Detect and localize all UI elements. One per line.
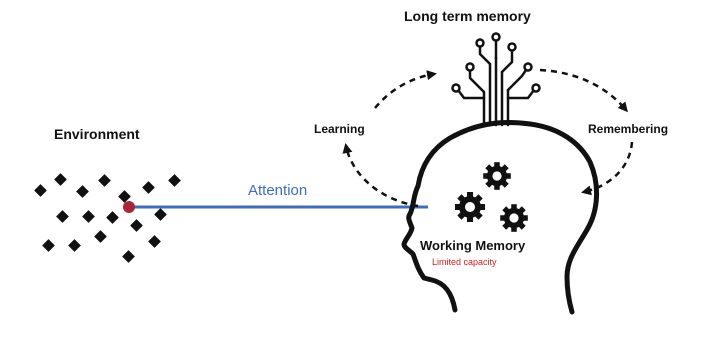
diamond-icon bbox=[42, 239, 55, 252]
diamond-icon bbox=[130, 219, 143, 232]
focus-dot bbox=[123, 201, 135, 213]
gear-icon bbox=[455, 192, 485, 222]
diamond-icon bbox=[154, 208, 167, 221]
diamond-icon bbox=[122, 250, 135, 263]
limited-capacity-label: Limited capacity bbox=[432, 257, 497, 267]
circuit-tree-icon bbox=[451, 32, 541, 127]
dashed-arrow-icon bbox=[581, 141, 634, 196]
diamond-icon bbox=[82, 210, 95, 223]
environment-diamonds bbox=[34, 173, 181, 263]
attention-label: Attention bbox=[248, 182, 308, 199]
diamond-icon bbox=[56, 210, 69, 223]
diamond-icon bbox=[68, 239, 81, 252]
diamond-icon bbox=[148, 235, 161, 248]
diamond-icon bbox=[76, 185, 89, 198]
dashed-arrow-icon bbox=[539, 68, 628, 113]
dashed-arrow-icon bbox=[342, 143, 419, 208]
gear-icon bbox=[483, 162, 511, 190]
working-memory-label: Working Memory bbox=[420, 238, 526, 253]
dashed-arrow-icon bbox=[374, 70, 437, 109]
diamond-icon bbox=[94, 230, 107, 243]
environment-label: Environment bbox=[54, 126, 140, 142]
learning-label: Learning bbox=[314, 122, 365, 136]
diamond-icon bbox=[106, 211, 119, 224]
head-outline-icon bbox=[401, 120, 600, 315]
diamond-icon bbox=[142, 181, 155, 194]
remembering-label: Remembering bbox=[588, 122, 669, 136]
diamond-icon bbox=[118, 190, 131, 203]
long-term-memory-label: Long term memory bbox=[404, 8, 531, 24]
gear-icon bbox=[500, 204, 528, 232]
diamond-icon bbox=[168, 174, 181, 187]
diamond-icon bbox=[98, 174, 111, 187]
diamond-icon bbox=[34, 184, 47, 197]
diamond-icon bbox=[54, 173, 67, 186]
